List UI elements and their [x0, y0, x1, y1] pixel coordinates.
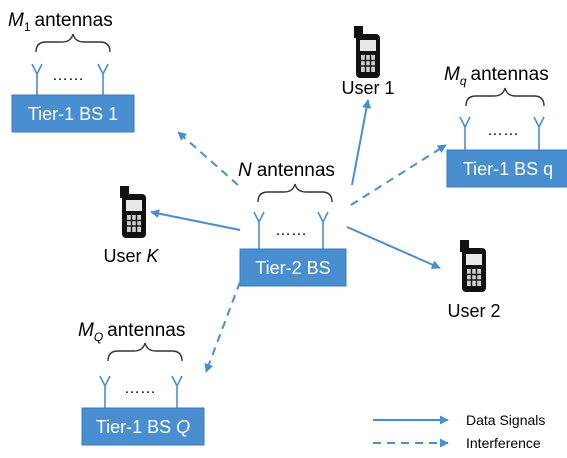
data-arrow-to-user-1: [351, 99, 371, 186]
data-arrow-to-user-K: [150, 209, 241, 231]
antenna-icon: [171, 375, 183, 408]
bsQ-brace: [107, 342, 183, 362]
mobile-phone-icon: [354, 26, 380, 78]
antenna-icon: [31, 63, 43, 95]
bsq-antenna-dots: ……: [487, 122, 519, 139]
legend-interference-label: Interference: [466, 435, 541, 451]
user-2-label: User 2: [447, 301, 500, 321]
bs1-antenna-dots: ……: [52, 67, 84, 84]
user-1-label: User 1: [341, 78, 394, 98]
user-K-group: User K: [103, 186, 160, 266]
mobile-phone-icon: [120, 186, 146, 238]
antenna-icon: [253, 211, 265, 249]
legend-data-signals-label: Data Signals: [466, 412, 545, 428]
interference-arrow-to-bs-Q: [204, 281, 241, 373]
antenna-icon: [99, 375, 111, 408]
bs1-box: [11, 94, 135, 133]
legend: Data Signals Interference: [373, 412, 545, 451]
interference-arrow-to-bs-q: [350, 144, 447, 206]
bsQ-box: [81, 407, 205, 446]
bsq-label: Tier-1 BS q: [463, 159, 553, 179]
bs1-label: Tier-1 BS 1: [28, 104, 118, 124]
bs2-label: Tier-2 BS: [255, 258, 330, 278]
interference-arrow-to-bs-1: [177, 131, 239, 186]
antenna-icon: [317, 211, 329, 249]
antenna-icon: [533, 116, 545, 150]
bsq-box: [446, 149, 567, 188]
bsQ-label: Tier-1 BS Q: [96, 417, 190, 437]
bs2-antenna-dots: ……: [275, 222, 307, 239]
bs1-brace: [35, 33, 111, 53]
bs2-box: [239, 248, 347, 287]
mobile-phone-icon: [460, 240, 486, 292]
user-1-group: User 1: [341, 26, 395, 98]
user-2-group: User 2: [447, 240, 501, 321]
bsq-brace: [465, 87, 545, 107]
bsQ-antenna-dots: ……: [124, 380, 156, 397]
antenna-icon: [459, 116, 471, 150]
antenna-icon: [97, 63, 109, 95]
user-K-label: User K: [103, 246, 159, 266]
data-arrow-to-user-2: [346, 226, 441, 269]
bs2-brace: [257, 183, 333, 203]
